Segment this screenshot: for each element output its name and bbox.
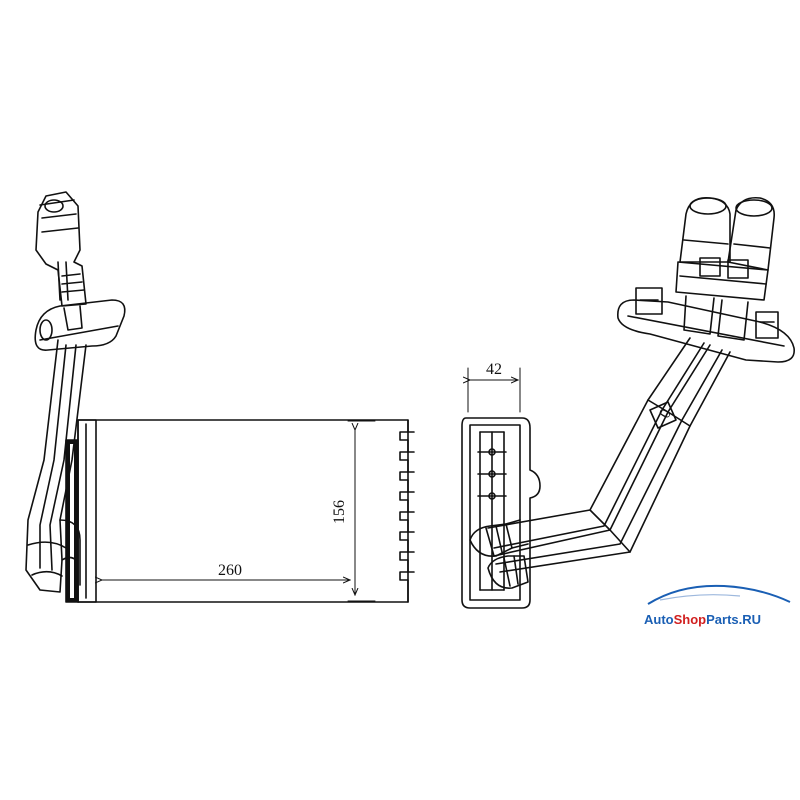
car-silhouette-icon	[647, 584, 791, 605]
dimension-width-label: 260	[218, 562, 242, 579]
mounting-plate	[617, 299, 795, 363]
double-connector	[679, 197, 731, 263]
core-fins	[399, 419, 409, 603]
watermark-text-shop: Shop	[674, 612, 707, 627]
side-view	[461, 196, 795, 609]
svg-text:AutoShopParts.RU: AutoShopParts.RU	[644, 612, 761, 627]
dimension-depth-label: 42	[486, 361, 502, 378]
pipe-fittings	[469, 523, 513, 557]
mounting-flange	[34, 299, 126, 351]
inlet-pipe	[25, 339, 87, 593]
core-side-frame	[461, 417, 541, 609]
outlet-pipes	[487, 337, 691, 529]
core-body	[77, 419, 409, 603]
front-view	[25, 191, 415, 603]
watermark-text-parts: Parts.RU	[706, 612, 761, 627]
pipe-marking-label: 0	[656, 406, 675, 421]
watermark-logo: AutoShopParts.RU	[644, 584, 791, 627]
dimension-depth	[468, 367, 521, 413]
dimension-height	[347, 420, 376, 602]
dimension-height-label: 156	[331, 500, 348, 524]
watermark-text-auto: Auto	[644, 612, 674, 627]
